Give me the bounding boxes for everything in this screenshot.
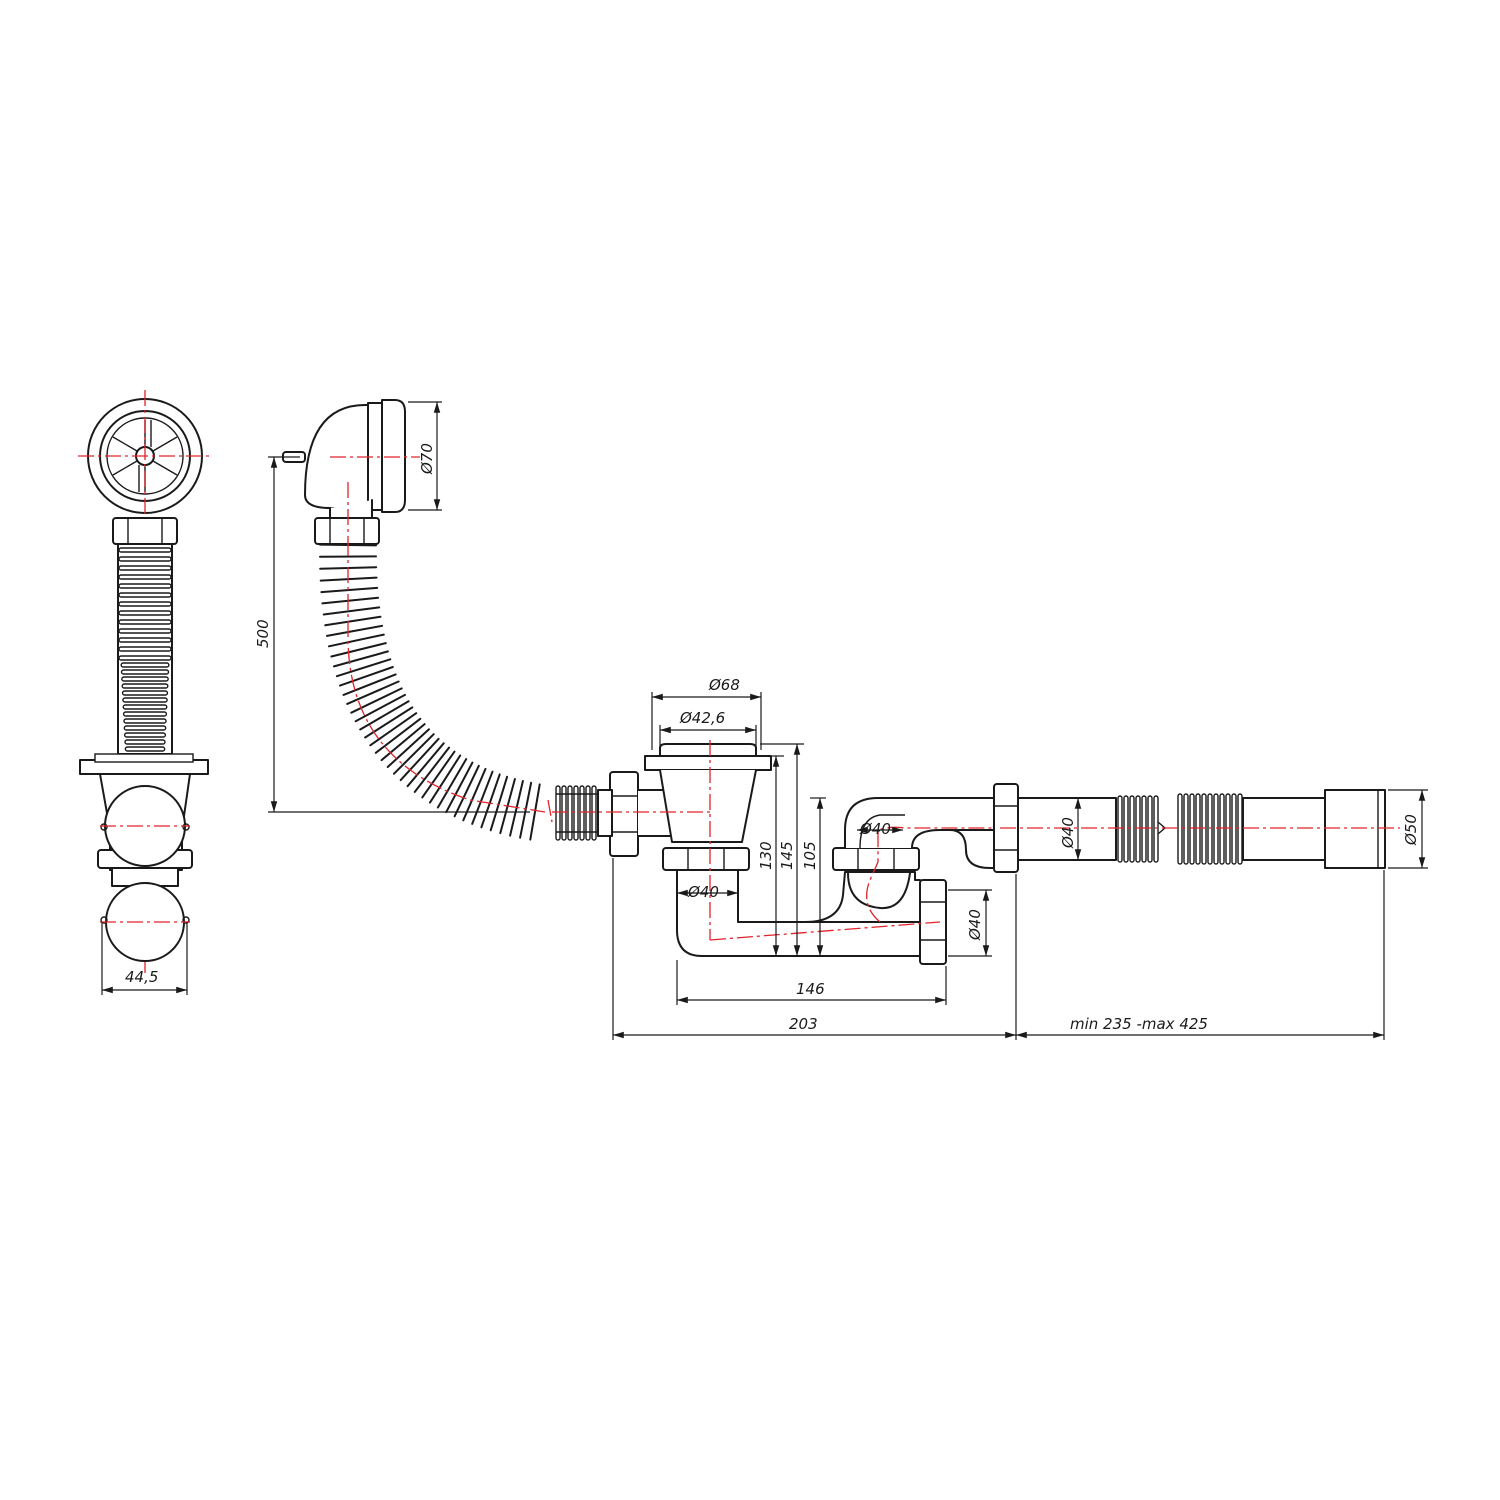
dim-203: 203	[789, 1015, 818, 1033]
dim-range: min 235 -max 425	[1070, 1015, 1208, 1033]
dim-500: 500	[254, 619, 272, 648]
dim-105: 105	[801, 841, 819, 870]
dim-d42-6: Ø42,6	[679, 709, 725, 727]
overall-dimensions: 146 203 min 235 -max 425	[612, 858, 1385, 1040]
drain-and-trap: Ø68 Ø42,6 130 145 105 Ø40 Ø40 Ø40	[552, 676, 1001, 965]
dim-d40-trap: Ø40	[859, 820, 891, 838]
overflow-assembly: Ø70 500	[254, 399, 546, 841]
dim-d70: Ø70	[418, 443, 436, 475]
outlet-hose: Ø40 Ø50	[993, 783, 1428, 873]
dim-d40-right: Ø40	[966, 909, 984, 941]
corrugated-hose-side	[117, 543, 173, 755]
dim-d40-outlet: Ø40	[1059, 817, 1077, 849]
dim-d40-bottom: Ø40	[687, 883, 719, 901]
dim-d50: Ø50	[1402, 814, 1420, 846]
dim-44-5: 44,5	[125, 968, 158, 986]
dim-145: 145	[778, 841, 796, 870]
dim-d68: Ø68	[708, 676, 740, 694]
corrugated-hose-curved	[319, 543, 541, 841]
dim-130: 130	[757, 841, 775, 870]
side-view: 44,5	[78, 390, 212, 995]
dim-146: 146	[796, 980, 825, 998]
